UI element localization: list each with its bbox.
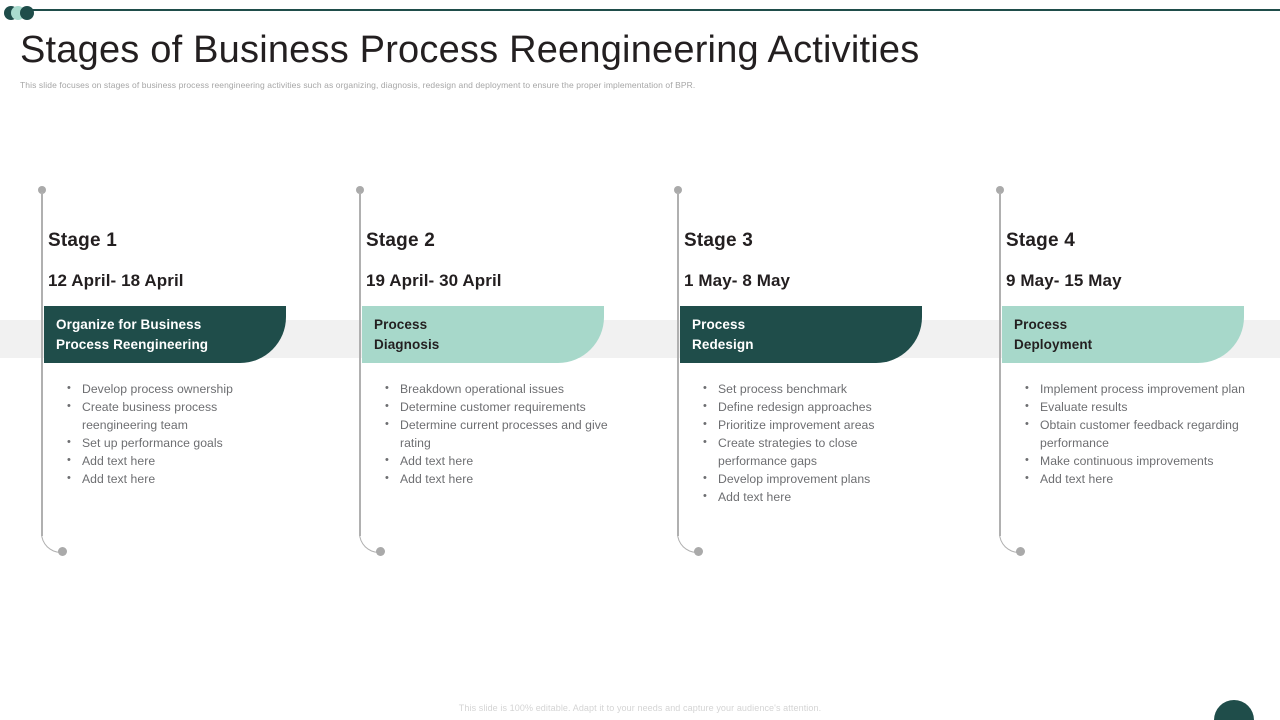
connector-line	[677, 192, 679, 536]
connector-curve	[999, 530, 1020, 553]
connector-curve	[359, 530, 380, 553]
stage-bullet-item: Create business process reengineering te…	[52, 398, 292, 434]
stage-banner: Process Diagnosis	[362, 306, 604, 363]
page-subtitle: This slide focuses on stages of business…	[20, 80, 696, 90]
connector-line	[999, 192, 1001, 536]
connector-curve	[677, 530, 698, 553]
connector-line	[359, 192, 361, 536]
stage-banner-title: Process Redesign	[692, 317, 754, 352]
stage-bullet-list: Set process benchmarkDefine redesign app…	[688, 380, 928, 507]
stage-bullet-item: Determine customer requirements	[370, 398, 610, 417]
stage-banner-title: Process Diagnosis	[374, 317, 440, 352]
stage-date-range: 1 May- 8 May	[684, 271, 791, 290]
connector-top-dot	[674, 186, 682, 194]
stage-banner-title: Process Deployment	[1014, 317, 1093, 352]
stage-date-range: 9 May- 15 May	[1006, 271, 1122, 290]
stage-bullet-item: Add text here	[688, 488, 928, 507]
connector-bottom-dot	[376, 547, 385, 556]
connector-bottom-dot	[1016, 547, 1025, 556]
stage-bullet-item: Set up performance goals	[52, 434, 292, 453]
connector-top-dot	[996, 186, 1004, 194]
stage-name: Stage 1	[48, 230, 117, 251]
connector-bottom-dot	[58, 547, 67, 556]
stage-banner-title: Organize for Business Process Reengineer…	[56, 317, 209, 352]
stage-bullet-item: Make continuous improvements	[1010, 452, 1250, 471]
stage-bullet-item: Implement process improvement plan	[1010, 380, 1250, 399]
stage-name: Stage 2	[366, 230, 435, 251]
connector-line	[41, 192, 43, 536]
stage-bullet-item: Obtain customer feedback regarding perfo…	[1010, 416, 1250, 452]
stage-heading: Stage 3 1 May- 8 May	[684, 230, 974, 291]
stage-bullet-item: Set process benchmark	[688, 380, 928, 399]
stage-bullet-item: Add text here	[52, 470, 292, 489]
stage-bullet-item: Prioritize improvement areas	[688, 416, 928, 435]
stage-banner: Process Redesign	[680, 306, 922, 363]
connector-top-dot	[38, 186, 46, 194]
footer-note: This slide is 100% editable. Adapt it to…	[458, 703, 822, 713]
stage-name: Stage 4	[1006, 230, 1075, 251]
stage-banner: Process Deployment	[1002, 306, 1244, 363]
page-title: Stages of Business Process Reengineering…	[20, 29, 920, 71]
stage-heading: Stage 2 19 April- 30 April	[366, 230, 656, 291]
corner-arc-decoration	[1214, 700, 1254, 720]
stage-bullet-item: Develop process ownership	[52, 380, 292, 399]
stage-bullet-list: Develop process ownershipCreate business…	[52, 380, 292, 489]
stage-bullet-item: Evaluate results	[1010, 398, 1250, 417]
stage-name: Stage 3	[684, 230, 753, 251]
stage-bullet-list: Implement process improvement planEvalua…	[1010, 380, 1250, 489]
connector-top-dot	[356, 186, 364, 194]
stage-bullet-item: Add text here	[370, 452, 610, 471]
connector-curve	[41, 530, 62, 553]
stage-heading: Stage 1 12 April- 18 April	[48, 230, 338, 291]
stage-bullet-item: Breakdown operational issues	[370, 380, 610, 399]
stage-bullet-item: Define redesign approaches	[688, 398, 928, 417]
connector-bottom-dot	[694, 547, 703, 556]
stage-banner: Organize for Business Process Reengineer…	[44, 306, 286, 363]
stage-bullet-item: Add text here	[1010, 470, 1250, 489]
stage-heading: Stage 4 9 May- 15 May	[1006, 230, 1280, 291]
stage-bullet-item: Add text here	[52, 452, 292, 471]
stage-bullet-item: Create strategies to close performance g…	[688, 434, 928, 470]
stage-date-range: 19 April- 30 April	[366, 271, 502, 290]
stage-bullet-item: Add text here	[370, 470, 610, 489]
stage-bullet-list: Breakdown operational issuesDetermine cu…	[370, 380, 610, 489]
stage-bullet-item: Develop improvement plans	[688, 470, 928, 489]
stage-bullet-item: Determine current processes and give rat…	[370, 416, 610, 452]
stage-date-range: 12 April- 18 April	[48, 271, 184, 290]
header-rule	[30, 9, 1280, 11]
